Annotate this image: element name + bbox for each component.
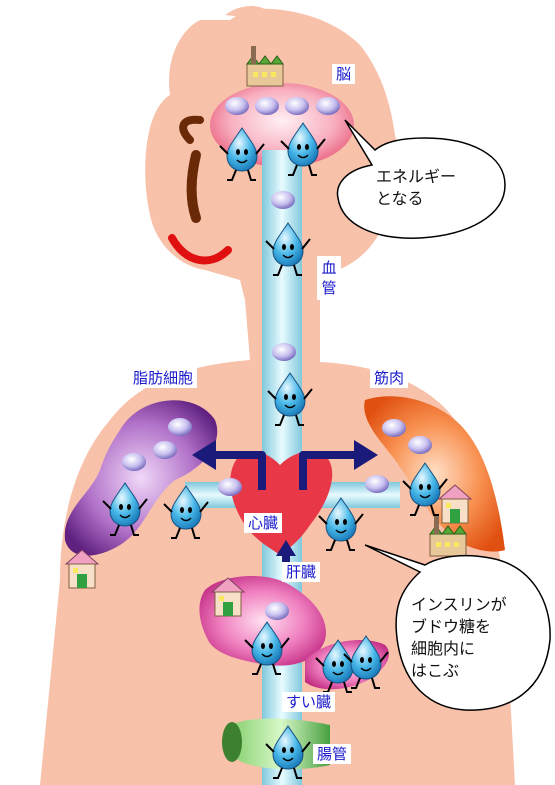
label-blood-vessel: 血管 xyxy=(317,256,341,300)
bubble-energy-line-1: エネルギー xyxy=(376,166,456,188)
label-brain: 脳 xyxy=(332,64,355,84)
label-fat-cells: 脂肪細胞 xyxy=(129,368,197,388)
label-heart: 心臓 xyxy=(244,513,282,533)
bubble-insulin-line-1: インスリンが xyxy=(411,594,507,616)
bubble-energy-line-2: となる xyxy=(376,188,456,210)
bubble-insulin-line-2: ブドウ糖を xyxy=(411,616,507,638)
bubble-insulin-text: インスリンが ブドウ糖を 細胞内に はこぶ xyxy=(411,594,507,682)
eye-icon xyxy=(192,155,197,218)
label-pancreas: すい臓 xyxy=(282,692,335,712)
bubble-insulin-line-4: はこぶ xyxy=(411,660,507,682)
label-muscle: 筋肉 xyxy=(370,368,408,388)
label-liver: 肝臓 xyxy=(282,562,320,582)
bubble-energy-text: エネルギー となる xyxy=(376,166,456,210)
label-intestine: 腸管 xyxy=(313,744,351,764)
bubble-insulin-line-3: 細胞内に xyxy=(411,638,507,660)
